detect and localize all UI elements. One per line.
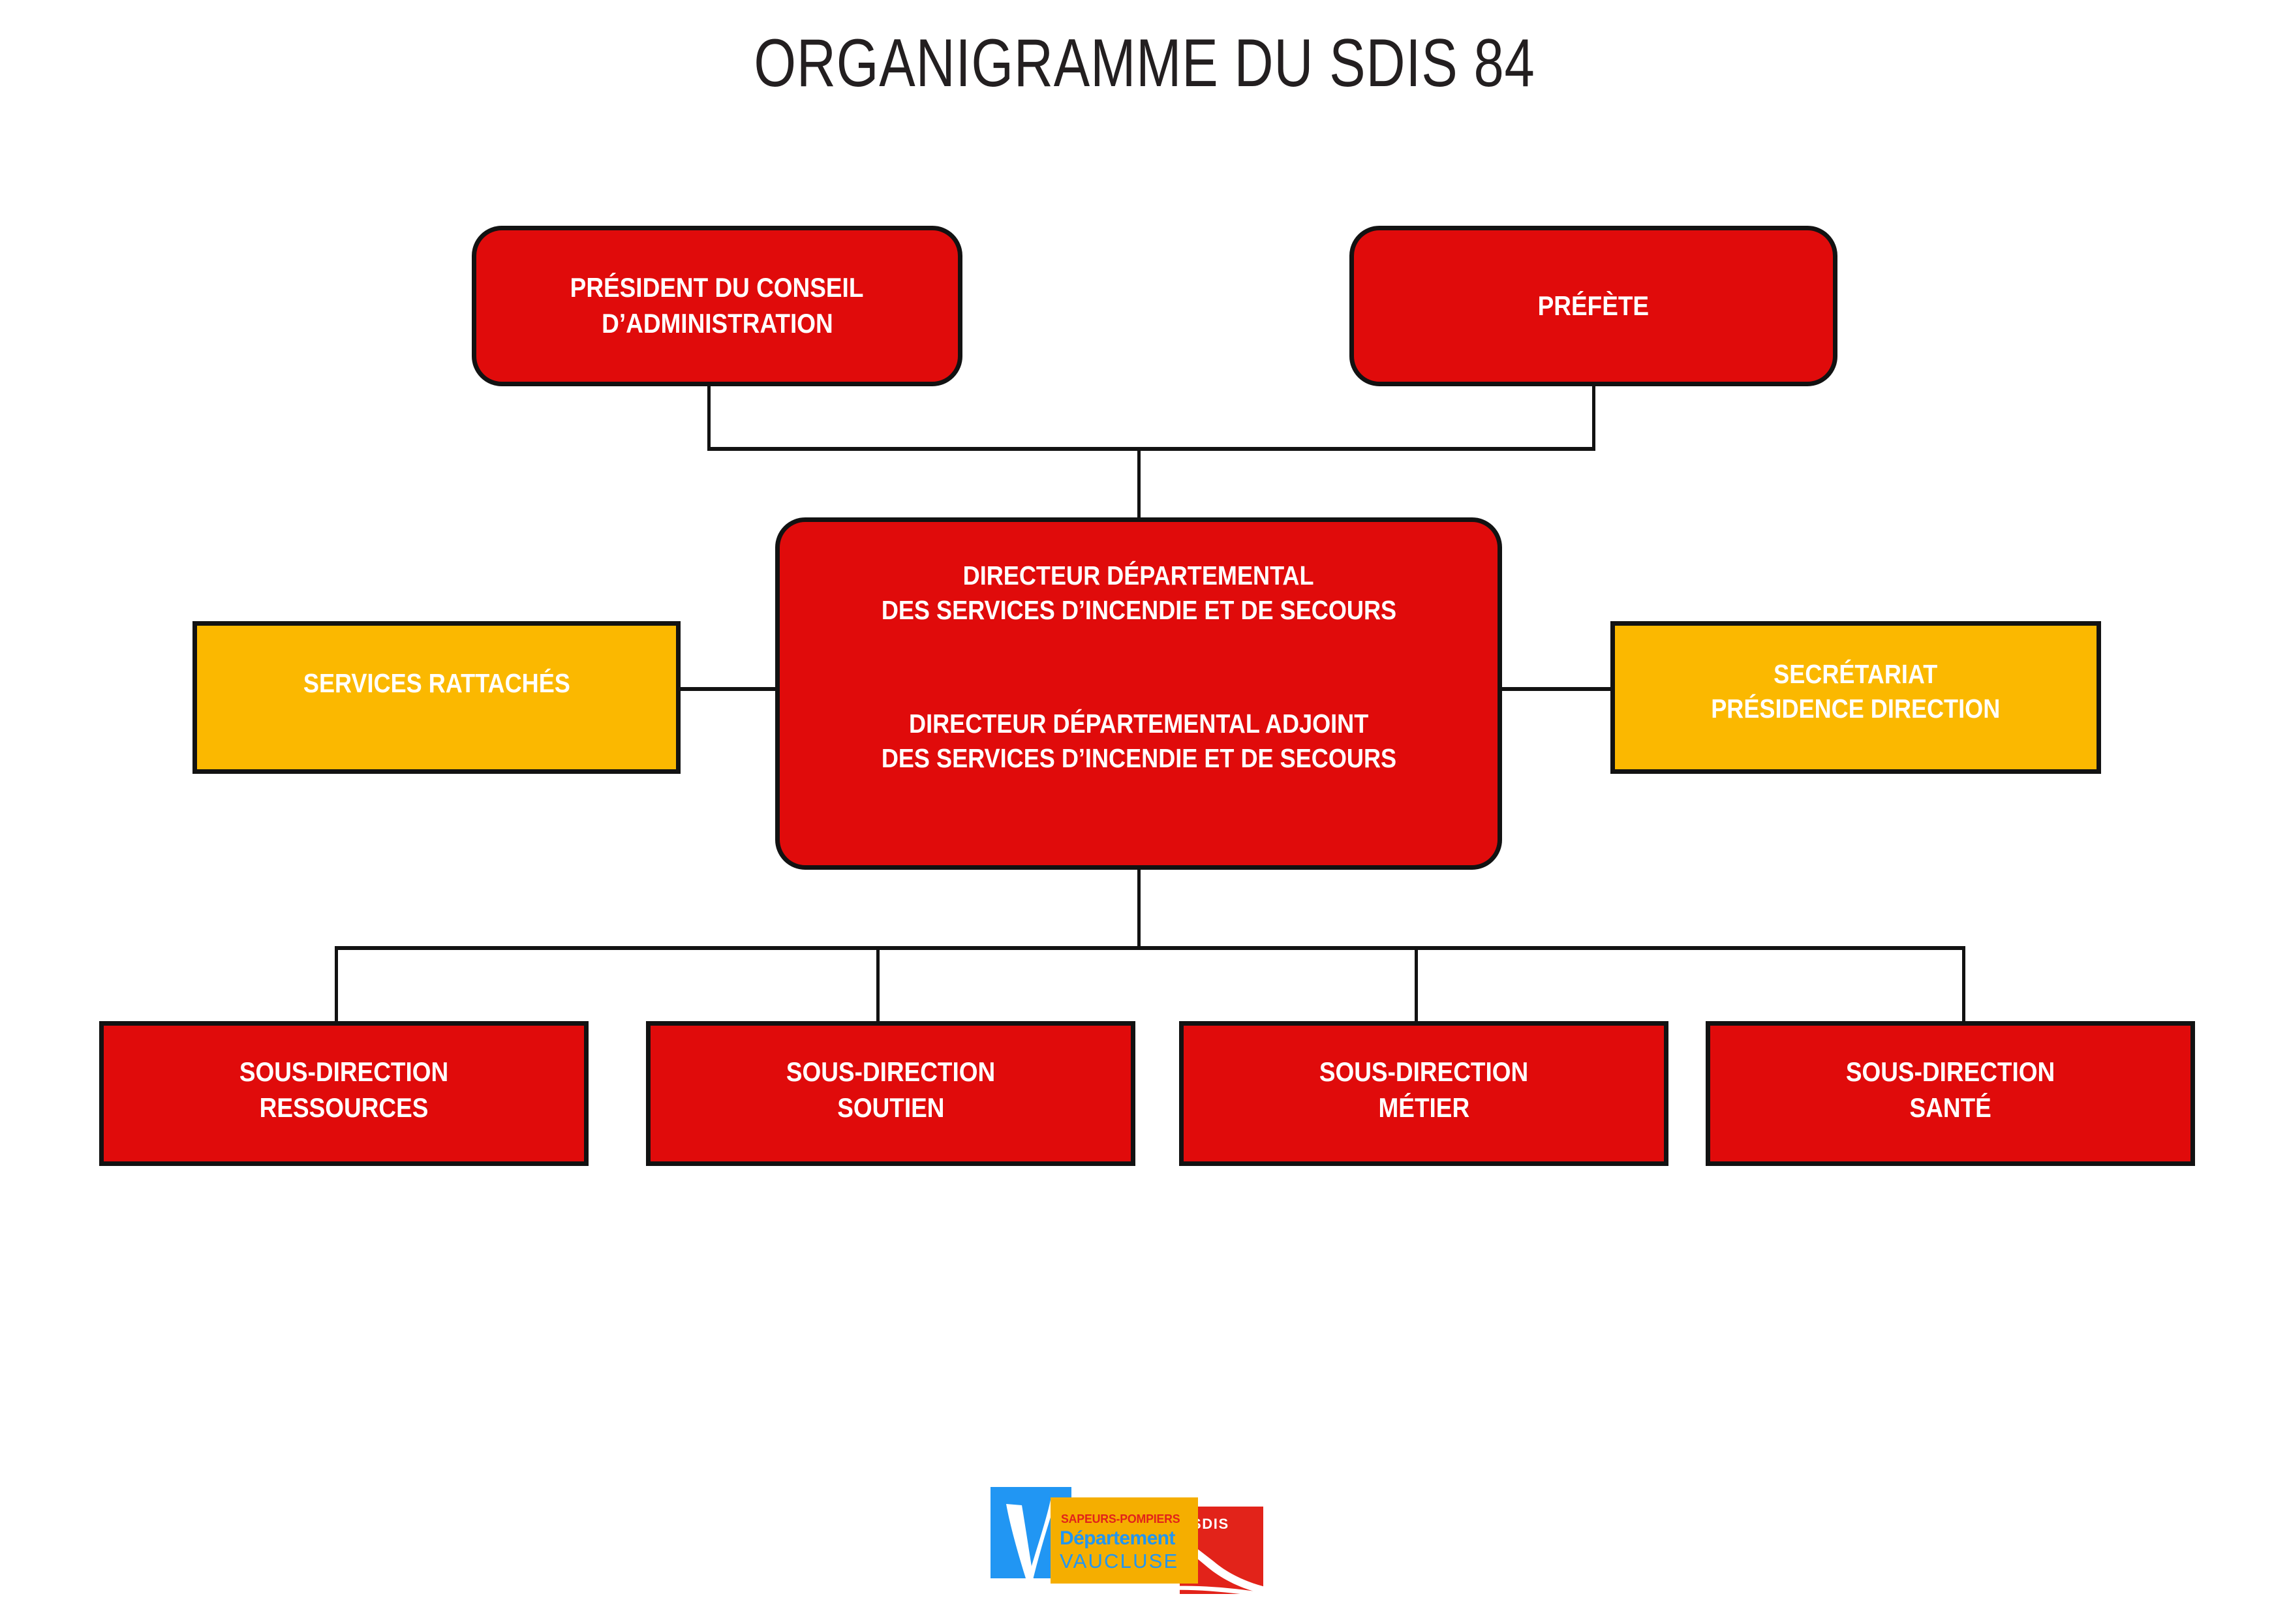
node-director-line-4: DES SERVICES D’INCENDIE ET DE SECOURS [881,743,1396,773]
connector-president-down [707,385,711,450]
connector-drop-ressources [335,946,338,1023]
sdis-vaucluse-logo: SAPEURS-POMPIERS Département VAUCLUSE SD… [991,1478,1291,1602]
connector-director-down [1137,868,1141,948]
connector-top-horizontal [707,447,1595,451]
connector-drop-sante [1962,946,1965,1023]
node-president-conseil-administration[interactable]: PRÉSIDENT DU CONSEIL D’ADMINISTRATION [472,226,962,386]
connector-services-to-director [679,687,777,691]
sdis-swoosh-icon [1180,1539,1263,1594]
connector-drop-soutien [876,946,880,1023]
logo-vaucluse-text: VAUCLUSE [1060,1550,1179,1572]
node-director-line-3: DIRECTEUR DÉPARTEMENTAL ADJOINT [908,708,1369,739]
node-president-line-1: PRÉSIDENT DU CONSEIL [570,272,864,303]
logo-departement-text: Département [1060,1527,1175,1549]
node-sous-direction-sante-line-2: SANTÉ [1909,1092,1991,1123]
node-sous-direction-ressources-line-1: SOUS-DIRECTION [239,1056,449,1087]
node-president-line-2: D’ADMINISTRATION [601,308,833,339]
node-directeur-departemental[interactable]: DIRECTEUR DÉPARTEMENTAL DES SERVICES D’I… [775,517,1502,870]
page-title: ORGANIGRAMME DU SDIS 84 [754,25,1535,101]
connector-top-to-director [1137,447,1141,520]
connector-director-to-secretariat [1501,687,1612,691]
connector-drop-metier [1415,946,1418,1023]
node-sous-direction-sante-line-1: SOUS-DIRECTION [1845,1056,2055,1087]
logo-sapeurs-pompiers-text: SAPEURS-POMPIERS [1061,1512,1180,1525]
node-secretariat-presidence-direction[interactable]: SECRÉTARIAT PRÉSIDENCE DIRECTION [1610,621,2101,774]
node-sous-direction-ressources-line-2: RESSOURCES [259,1092,429,1123]
node-sous-direction-soutien[interactable]: SOUS-DIRECTION SOUTIEN [646,1021,1135,1166]
connector-prefete-down [1592,385,1595,450]
node-sous-direction-metier-line-2: MÉTIER [1378,1092,1469,1123]
node-secretariat-line-1: SECRÉTARIAT [1774,659,1938,689]
logo-amber-panel: SAPEURS-POMPIERS Département VAUCLUSE [1051,1497,1198,1584]
node-prefete[interactable]: PRÉFÈTE [1349,226,1837,386]
node-sous-direction-metier[interactable]: SOUS-DIRECTION MÉTIER [1179,1021,1668,1166]
node-services-rattaches-line-1: SERVICES RATTACHÉS [303,668,570,698]
node-sous-direction-sante[interactable]: SOUS-DIRECTION SANTÉ [1706,1021,2195,1166]
node-director-line-2: DES SERVICES D’INCENDIE ET DE SECOURS [881,595,1396,626]
node-sous-direction-soutien-line-1: SOUS-DIRECTION [786,1056,996,1087]
node-services-rattaches[interactable]: SERVICES RATTACHÉS [192,621,681,774]
node-sous-direction-metier-line-1: SOUS-DIRECTION [1319,1056,1529,1087]
node-secretariat-line-2: PRÉSIDENCE DIRECTION [1711,694,2001,724]
node-director-line-1: DIRECTEUR DÉPARTEMENTAL [963,560,1314,590]
node-prefete-line-1: PRÉFÈTE [1537,290,1650,321]
node-sous-direction-soutien-line-2: SOUTIEN [837,1092,945,1123]
vaucluse-v-icon [1006,1500,1056,1578]
connector-bottom-horizontal [335,946,1965,950]
node-sous-direction-ressources[interactable]: SOUS-DIRECTION RESSOURCES [99,1021,589,1166]
